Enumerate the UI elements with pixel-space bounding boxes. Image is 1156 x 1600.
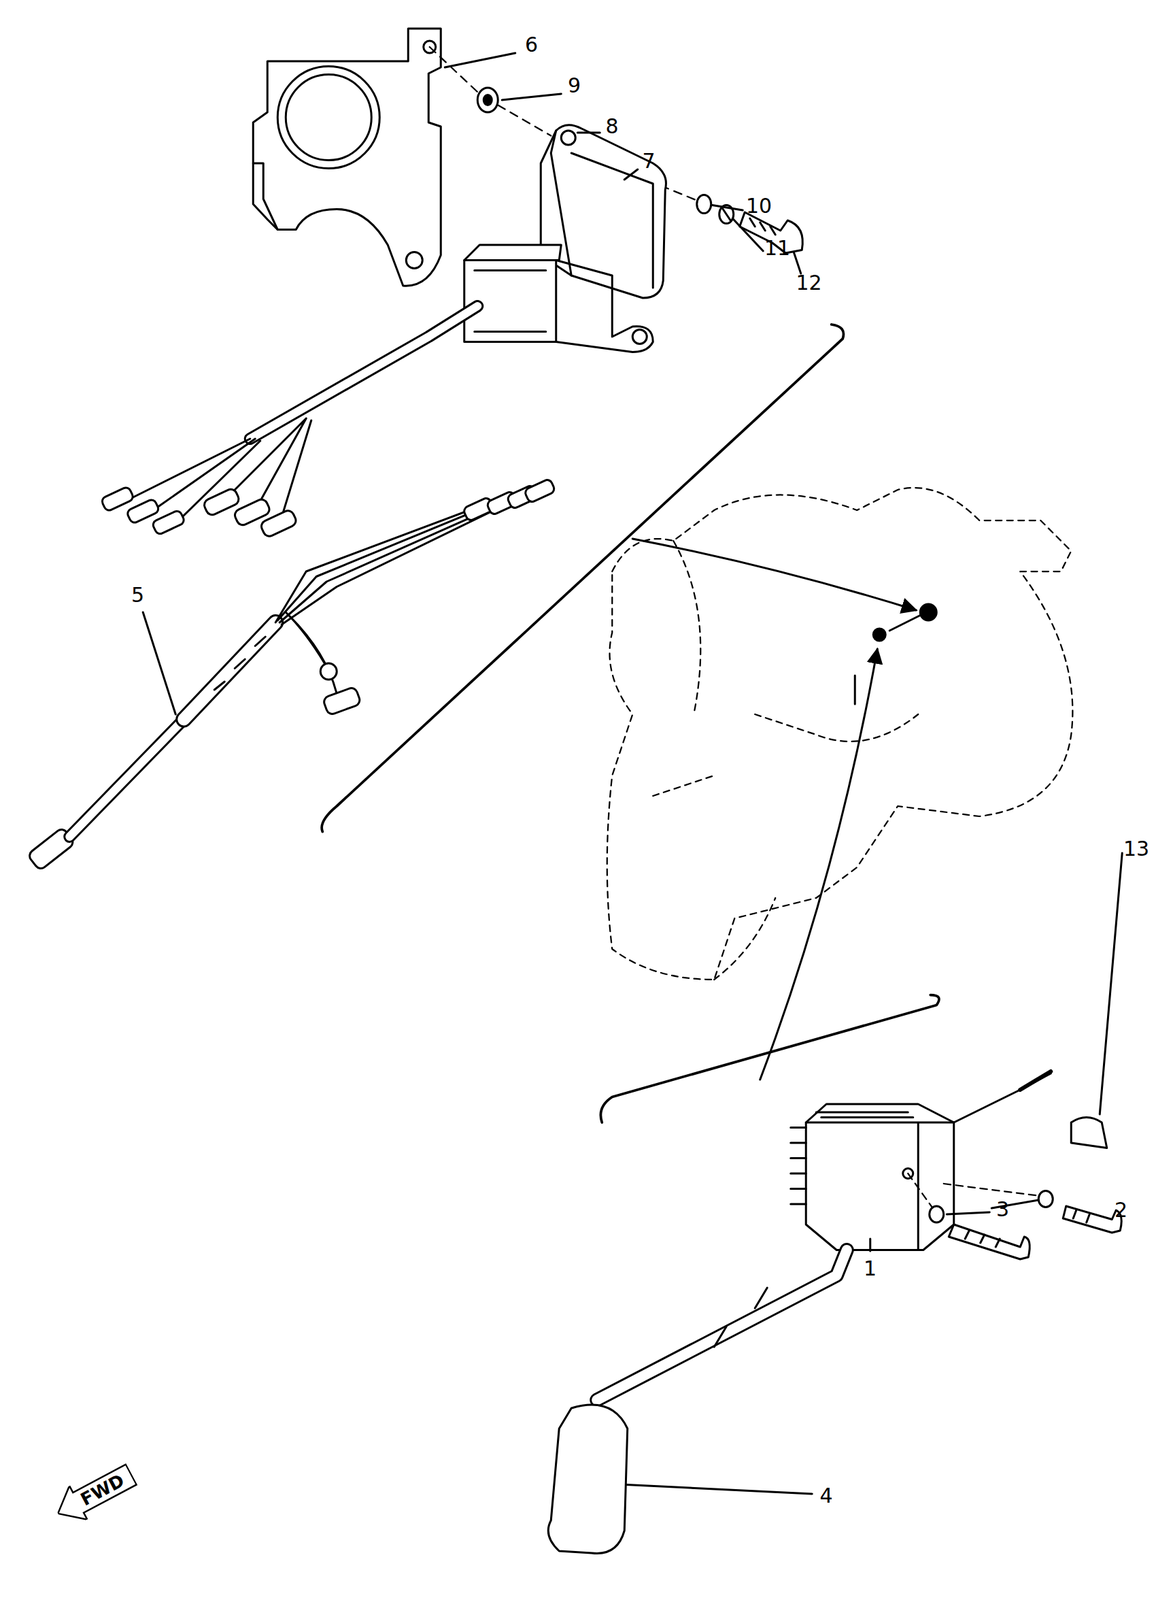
callout-number: 6 — [524, 34, 538, 56]
callout-number: 8 — [605, 116, 619, 137]
callout-number: 4 — [819, 1485, 833, 1506]
callout-number: 1 — [863, 1258, 877, 1279]
callout-number: 2 — [1114, 1199, 1128, 1220]
callout-number: 3 — [996, 1198, 1010, 1220]
callout-number: 12 — [795, 272, 822, 294]
callout-number: 10 — [745, 195, 772, 217]
callout-number: 11 — [764, 238, 791, 259]
callout-number: 7 — [641, 150, 655, 172]
forward-arrow: FWD — [48, 1456, 141, 1530]
callout-number: 5 — [131, 584, 145, 606]
arrow-shape — [48, 1457, 141, 1530]
callout-number: 13 — [1123, 838, 1150, 859]
callout-number: 9 — [567, 75, 581, 96]
